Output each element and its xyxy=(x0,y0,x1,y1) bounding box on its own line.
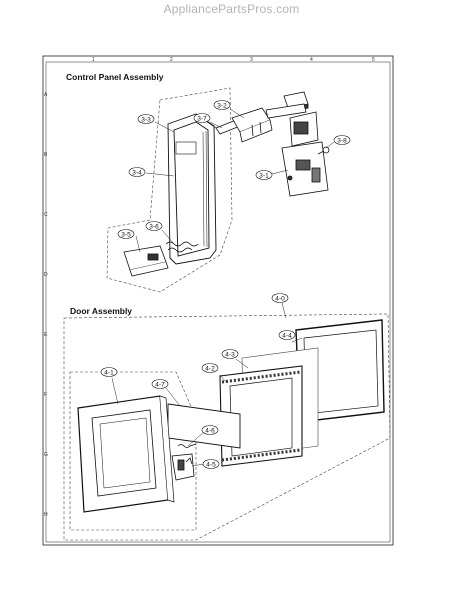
callout-label: 3-7 xyxy=(197,115,207,122)
callout-label: 3-6 xyxy=(149,223,159,230)
control-circuit-board xyxy=(281,141,329,197)
column-labels: 1 2 3 4 5 xyxy=(92,57,375,63)
row-label: A xyxy=(44,92,48,98)
row-labels: A B C D E F G H xyxy=(44,92,48,518)
callout-4-0: 4-0 xyxy=(271,293,289,303)
button-spring xyxy=(165,241,199,253)
section-title-control-panel: Control Panel Assembly xyxy=(66,72,164,82)
door-open-button xyxy=(123,245,169,277)
callout-3-6: 3-6 xyxy=(145,221,163,231)
latch-hook xyxy=(171,453,195,481)
row-label: E xyxy=(44,332,48,338)
leader-lines xyxy=(111,108,335,467)
callouts: 3-3 3-4 3-7 3-2 3-8 3-1 3-5 3-6 xyxy=(100,100,351,469)
drawing-frame xyxy=(42,55,394,546)
callout-3-3: 3-3 xyxy=(137,114,155,124)
callout-3-2: 3-2 xyxy=(213,100,231,110)
callout-3-5: 3-5 xyxy=(117,229,135,239)
door-panel xyxy=(219,365,303,467)
key-unit-bracket xyxy=(231,107,273,143)
column-label: 5 xyxy=(372,57,375,63)
callout-3-7: 3-7 xyxy=(193,113,211,123)
door-frame-group-outline xyxy=(69,371,197,531)
callout-label: 3-1 xyxy=(259,172,269,179)
column-label: 2 xyxy=(170,57,173,63)
callout-label: 3-4 xyxy=(132,169,142,176)
row-label: D xyxy=(44,272,48,278)
door-frame xyxy=(77,395,175,513)
callout-label: 4-0 xyxy=(275,295,285,302)
callout-label: 3-3 xyxy=(141,116,151,123)
control-panel-group-outline xyxy=(106,87,233,293)
column-label: 1 xyxy=(92,57,95,63)
latch-spring xyxy=(177,443,197,448)
callout-label: 3-8 xyxy=(337,137,347,144)
callout-4-2: 4-2 xyxy=(201,363,219,373)
watermark: AppliancePartsPros.com xyxy=(163,2,300,16)
callout-label: 4-2 xyxy=(205,365,215,372)
row-label: F xyxy=(44,392,47,398)
callout-3-8: 3-8 xyxy=(333,135,351,145)
row-label: G xyxy=(44,452,48,458)
row-label: B xyxy=(44,152,48,158)
callout-3-4: 3-4 xyxy=(128,167,146,177)
callout-label: 3-2 xyxy=(217,102,227,109)
callout-4-6: 4-6 xyxy=(201,425,219,435)
row-label: H xyxy=(44,512,48,518)
display-module xyxy=(265,91,319,147)
column-label: 3 xyxy=(250,57,253,63)
callout-label: 4-4 xyxy=(282,332,292,339)
row-label: C xyxy=(44,212,48,218)
callout-label: 3-5 xyxy=(121,231,131,238)
callout-4-1: 4-1 xyxy=(100,367,118,377)
callout-3-1: 3-1 xyxy=(255,170,273,180)
callout-4-4: 4-4 xyxy=(278,330,296,340)
section-title-door: Door Assembly xyxy=(70,306,132,316)
mounting-screw xyxy=(317,146,330,155)
door-group-outline xyxy=(63,313,391,541)
callout-label: 4-7 xyxy=(155,381,165,388)
callout-4-5: 4-5 xyxy=(202,459,220,469)
callout-label: 4-1 xyxy=(104,369,114,376)
control-panel-housing xyxy=(167,113,217,265)
callout-label: 4-3 xyxy=(225,351,235,358)
column-label: 4 xyxy=(310,57,313,63)
callout-label: 4-5 xyxy=(206,461,216,468)
callout-4-3: 4-3 xyxy=(221,349,239,359)
callout-label: 4-6 xyxy=(205,427,215,434)
callout-4-7: 4-7 xyxy=(151,379,169,389)
